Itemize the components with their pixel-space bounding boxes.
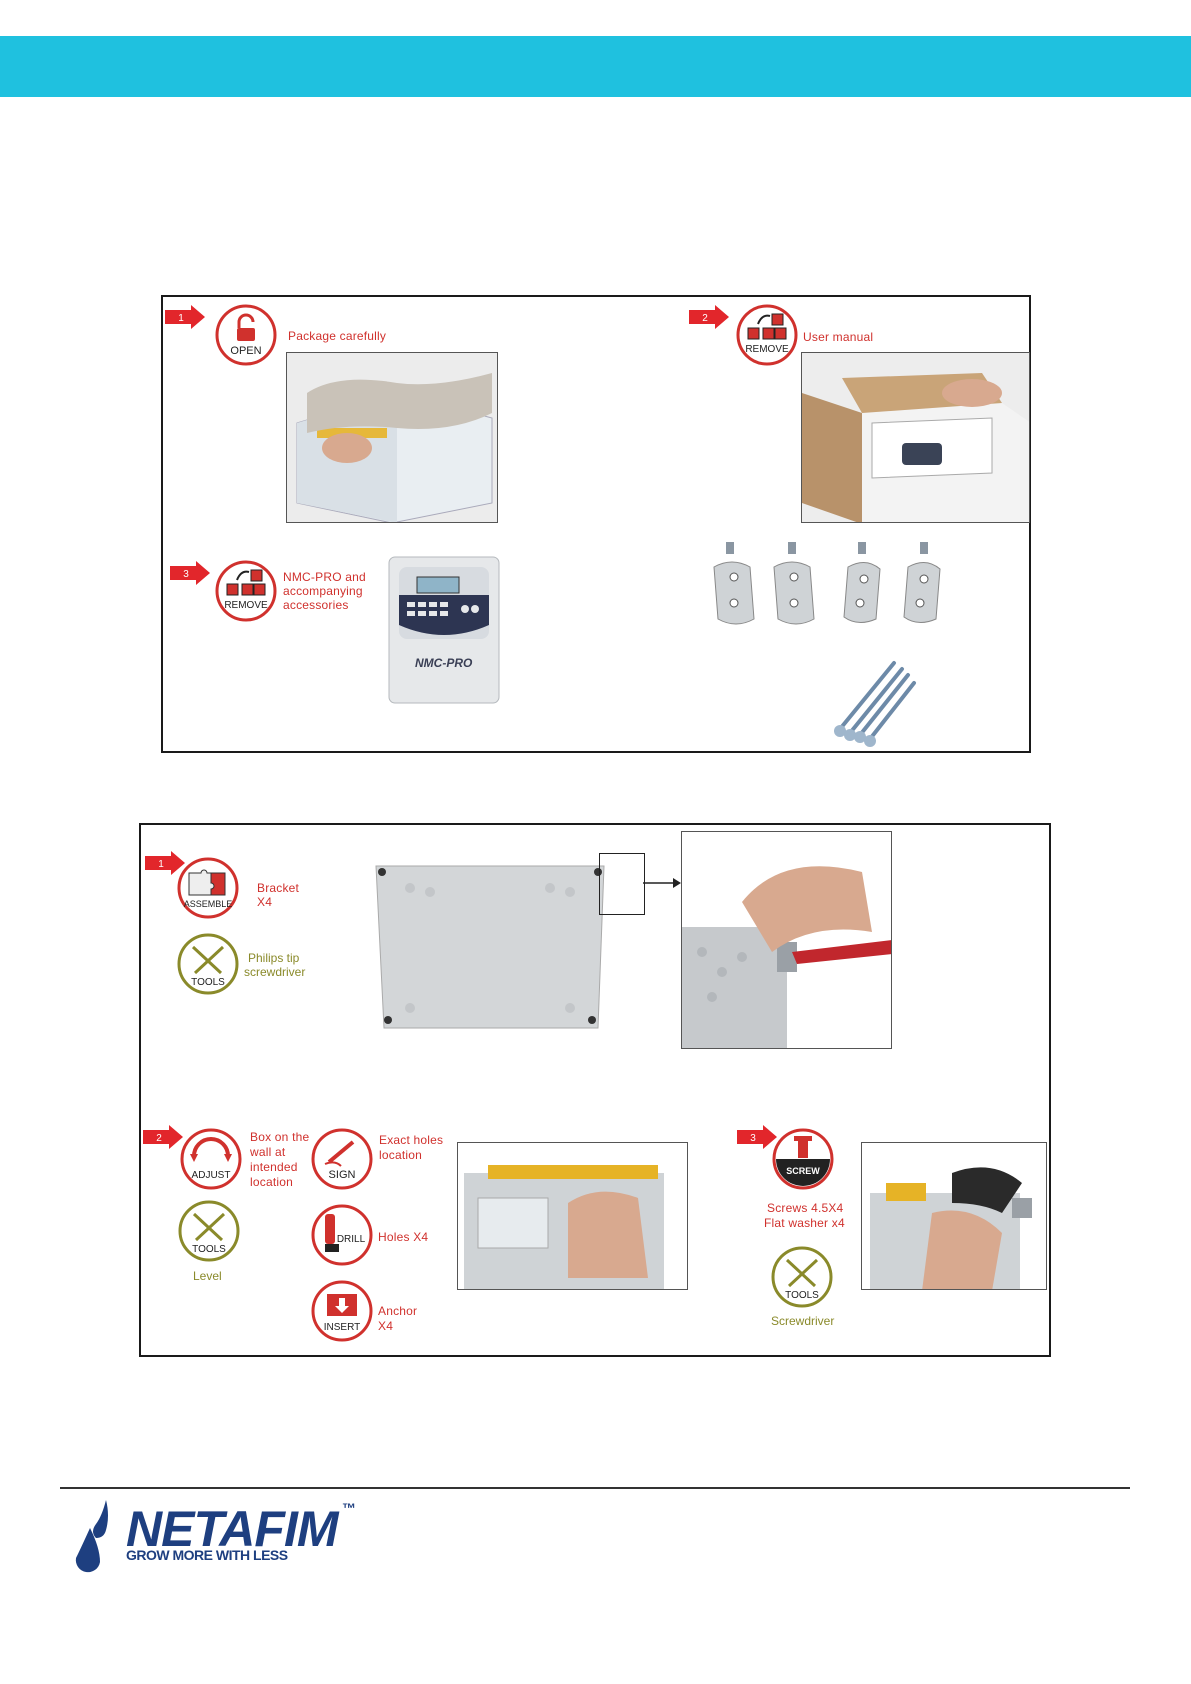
step-arrow-3: 3 — [170, 561, 210, 585]
screws-image — [828, 657, 918, 747]
step3-caption-1: NMC-PRO and — [283, 570, 366, 584]
adjust-caption-4: location — [250, 1175, 293, 1189]
mounting-panel: 1 ASSEMBLE Bracket X4 TOOLS Philips tip … — [139, 823, 1051, 1357]
step2-caption: User manual — [803, 330, 874, 344]
adjust-caption-2: wall at — [250, 1145, 286, 1159]
sign-caption-2: location — [379, 1148, 422, 1162]
bracket-caption-2: X4 — [257, 895, 273, 909]
step-arrow-1: 1 — [145, 851, 185, 875]
svg-text:TOOLS: TOOLS — [785, 1290, 819, 1301]
bracket-caption-1: Bracket — [257, 881, 300, 895]
detail-pointer-arrow — [643, 878, 681, 888]
detail-highlight-box — [599, 853, 645, 915]
drill-caption: Holes X4 — [378, 1230, 429, 1244]
tools-icon: TOOLS — [178, 1200, 240, 1262]
svg-text:OPEN: OPEN — [230, 345, 261, 357]
user-manual-photo — [801, 352, 1030, 523]
footer-divider — [60, 1487, 1130, 1489]
svg-text:DRILL: DRILL — [337, 1234, 366, 1245]
svg-text:SCREW: SCREW — [786, 1166, 820, 1176]
svg-text:3: 3 — [183, 569, 189, 580]
svg-text:SIGN: SIGN — [329, 1169, 356, 1181]
header-bar — [0, 36, 1191, 97]
svg-text:TOOLS: TOOLS — [192, 1244, 226, 1255]
screwing-bracket-photo — [861, 1142, 1047, 1290]
remove-blocks-icon: REMOVE — [215, 560, 277, 622]
screwdriver-caption: Screwdriver — [771, 1314, 835, 1328]
bracket-assembly-photo — [681, 831, 892, 1049]
open-package-photo — [286, 352, 498, 523]
svg-text:1: 1 — [178, 313, 184, 324]
controller-back-image — [370, 858, 610, 1033]
level-on-wall-photo — [457, 1142, 688, 1290]
svg-text:REMOVE: REMOVE — [224, 600, 268, 611]
svg-text:1: 1 — [158, 859, 164, 870]
insert-anchor-icon: INSERT — [311, 1280, 373, 1342]
step1-caption: Package carefully — [288, 329, 387, 343]
screws-caption-2: Flat washer x4 — [764, 1216, 845, 1230]
philips-caption-2: screwdriver — [244, 965, 306, 979]
remove-blocks-icon: REMOVE — [736, 304, 798, 366]
screws-caption-1: Screws 4.5X4 — [767, 1201, 844, 1215]
svg-text:ASSEMBLE: ASSEMBLE — [184, 899, 233, 909]
step3-caption-2: accompanying — [283, 584, 363, 598]
brackets-image — [708, 537, 958, 637]
step-arrow-2: 2 — [143, 1125, 183, 1149]
nmc-pro-controller-image: NMC-PRO — [385, 555, 505, 705]
svg-text:3: 3 — [750, 1133, 756, 1144]
level-caption: Level — [193, 1269, 222, 1283]
anchor-caption-1: Anchor — [378, 1304, 418, 1318]
svg-text:2: 2 — [702, 313, 708, 324]
svg-text:INSERT: INSERT — [324, 1322, 361, 1333]
tools-icon: TOOLS — [771, 1246, 833, 1308]
anchor-caption-2: X4 — [378, 1319, 394, 1333]
screw-icon: SCREW — [772, 1128, 834, 1190]
sign-caption-1: Exact holes — [379, 1133, 444, 1147]
step-arrow-2: 2 — [689, 305, 729, 329]
brand-logo-text: NETAFIM — [126, 1501, 338, 1557]
sign-pencil-icon: SIGN — [311, 1128, 373, 1190]
step-arrow-3: 3 — [737, 1125, 777, 1149]
step-arrow-1: 1 — [165, 305, 205, 329]
svg-text:ADJUST: ADJUST — [192, 1170, 231, 1181]
svg-text:2: 2 — [156, 1133, 162, 1144]
svg-text:TOOLS: TOOLS — [191, 977, 225, 988]
water-drop-logo-icon — [75, 1500, 108, 1573]
unpacking-panel: 1 OPEN Package carefully 2 REMOVE User m… — [161, 295, 1031, 753]
open-lock-icon: OPEN — [215, 304, 277, 366]
drill-icon: DRILL — [311, 1204, 373, 1266]
philips-caption-1: Philips tip — [248, 951, 300, 965]
adjust-caption-3: intended — [250, 1160, 298, 1174]
adjust-arrows-icon: ADJUST — [180, 1128, 242, 1190]
assemble-puzzle-icon: ASSEMBLE — [177, 857, 239, 919]
adjust-caption-1: Box on the — [250, 1130, 310, 1144]
step3-caption-3: accessories — [283, 598, 349, 612]
tools-icon: TOOLS — [177, 933, 239, 995]
brand-tagline: GROW MORE WITH LESS — [126, 1547, 288, 1563]
product-name: NMC-PRO — [415, 656, 473, 670]
trademark-symbol: ™ — [342, 1500, 356, 1516]
svg-text:REMOVE: REMOVE — [745, 344, 789, 355]
